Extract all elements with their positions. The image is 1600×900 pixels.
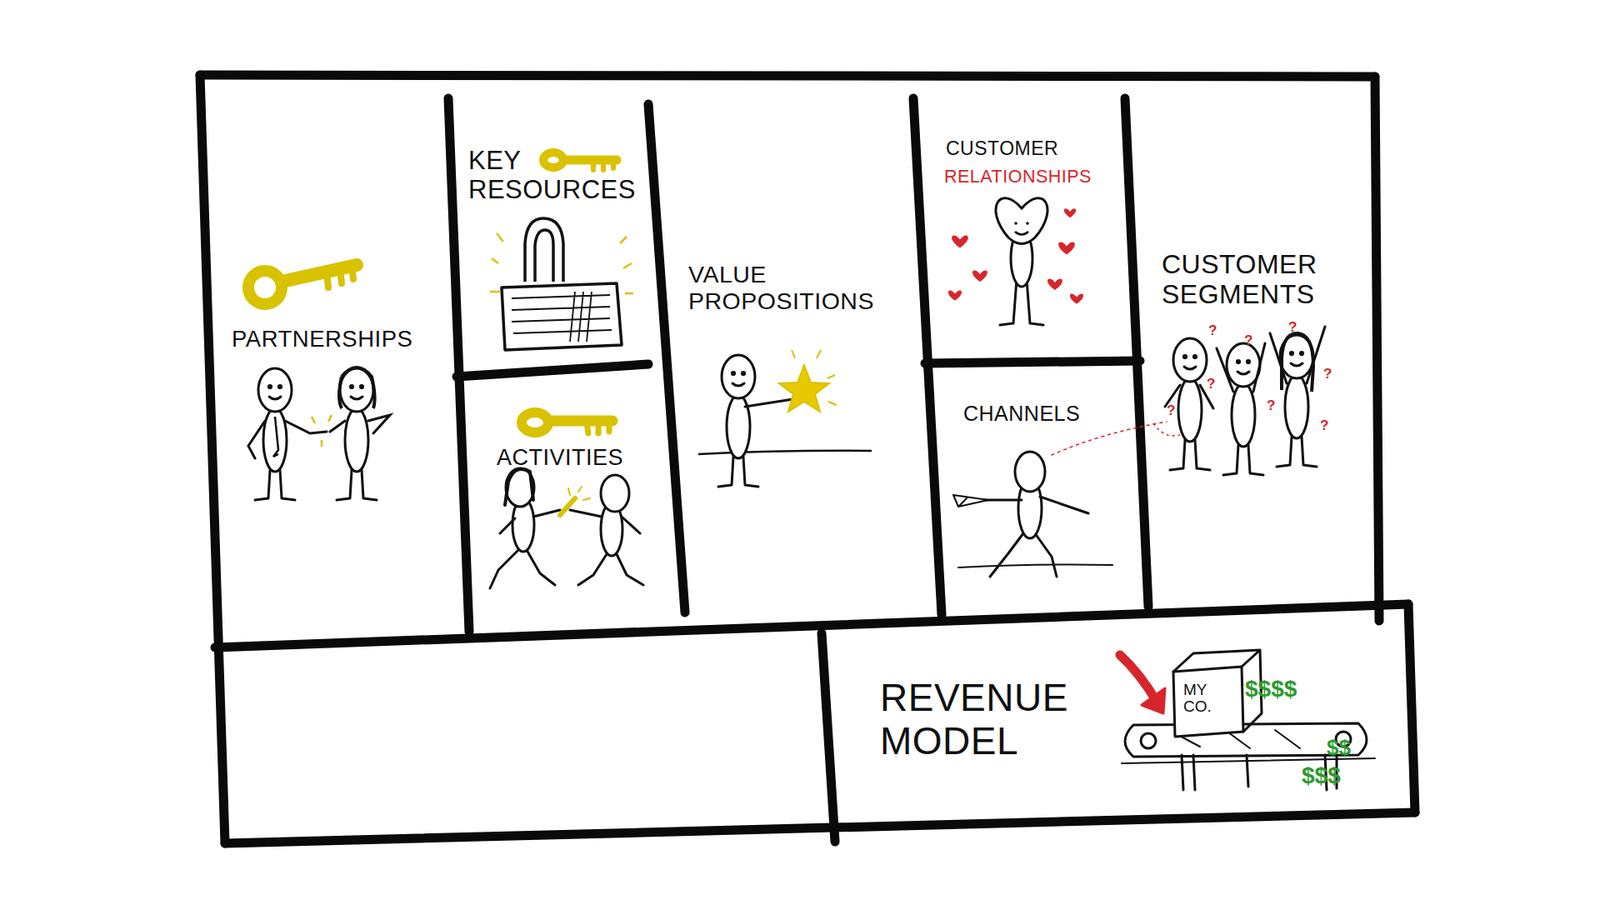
handshake-figures bbox=[248, 367, 390, 500]
question-mark: ? bbox=[1244, 333, 1256, 349]
value-figure bbox=[698, 350, 872, 487]
revenue-model-box: REVENUE MODEL bbox=[833, 616, 1409, 825]
question-mark: ? bbox=[1323, 366, 1335, 382]
block-title: CUSTOMER bbox=[945, 138, 1125, 160]
channels-box: CHANNELS bbox=[933, 366, 1142, 609]
block-title: KEY RESOURCES bbox=[468, 146, 635, 205]
question-mark: ? bbox=[1208, 323, 1220, 339]
running-figures bbox=[490, 468, 644, 589]
channel-figure bbox=[953, 421, 1167, 577]
resources-key bbox=[543, 152, 617, 170]
company-label: MY CO. bbox=[1183, 681, 1217, 715]
block-title: PARTNERSHIPS bbox=[231, 326, 445, 353]
customer-relationships-box: CUSTOMER RELATIONSHIPS bbox=[920, 83, 1130, 359]
value-propositions-box: VALUE PROPOSITIONS bbox=[658, 83, 917, 617]
block-title: CUSTOMER SEGMENTS bbox=[1161, 250, 1362, 310]
love-figure bbox=[948, 198, 1084, 325]
question-mark: ? bbox=[1206, 376, 1219, 392]
canvas-grid bbox=[200, 75, 1415, 844]
question-mark: ? bbox=[1166, 403, 1179, 419]
question-mark: ? bbox=[1320, 418, 1332, 434]
partnership-key bbox=[248, 265, 357, 305]
key-resources-box: KEY RESOURCES bbox=[456, 83, 649, 367]
block-title: VALUE PROPOSITIONS bbox=[688, 261, 912, 315]
partnerships-box: PARTNERSHIPS bbox=[208, 83, 450, 634]
customer-segments-box: CUSTOMER SEGMENTS bbox=[1133, 83, 1375, 609]
block-title: REVENUE MODEL bbox=[880, 676, 1097, 763]
segment-figures bbox=[1153, 326, 1325, 475]
question-mark: ? bbox=[1288, 320, 1300, 335]
block-title: CHANNELS bbox=[963, 401, 1137, 425]
activities-box: ACTIVITIES bbox=[466, 375, 650, 625]
money-sign: $$ bbox=[1326, 736, 1377, 760]
money-sign: $$$$ bbox=[1245, 676, 1345, 701]
resource-bag bbox=[490, 218, 634, 350]
money-sign: $$$ bbox=[1301, 763, 1377, 788]
block-title: RELATIONSHIPS bbox=[944, 166, 1125, 187]
block-title: ACTIVITIES bbox=[496, 445, 645, 470]
activities-key bbox=[521, 412, 613, 434]
question-mark: ? bbox=[1266, 398, 1279, 414]
